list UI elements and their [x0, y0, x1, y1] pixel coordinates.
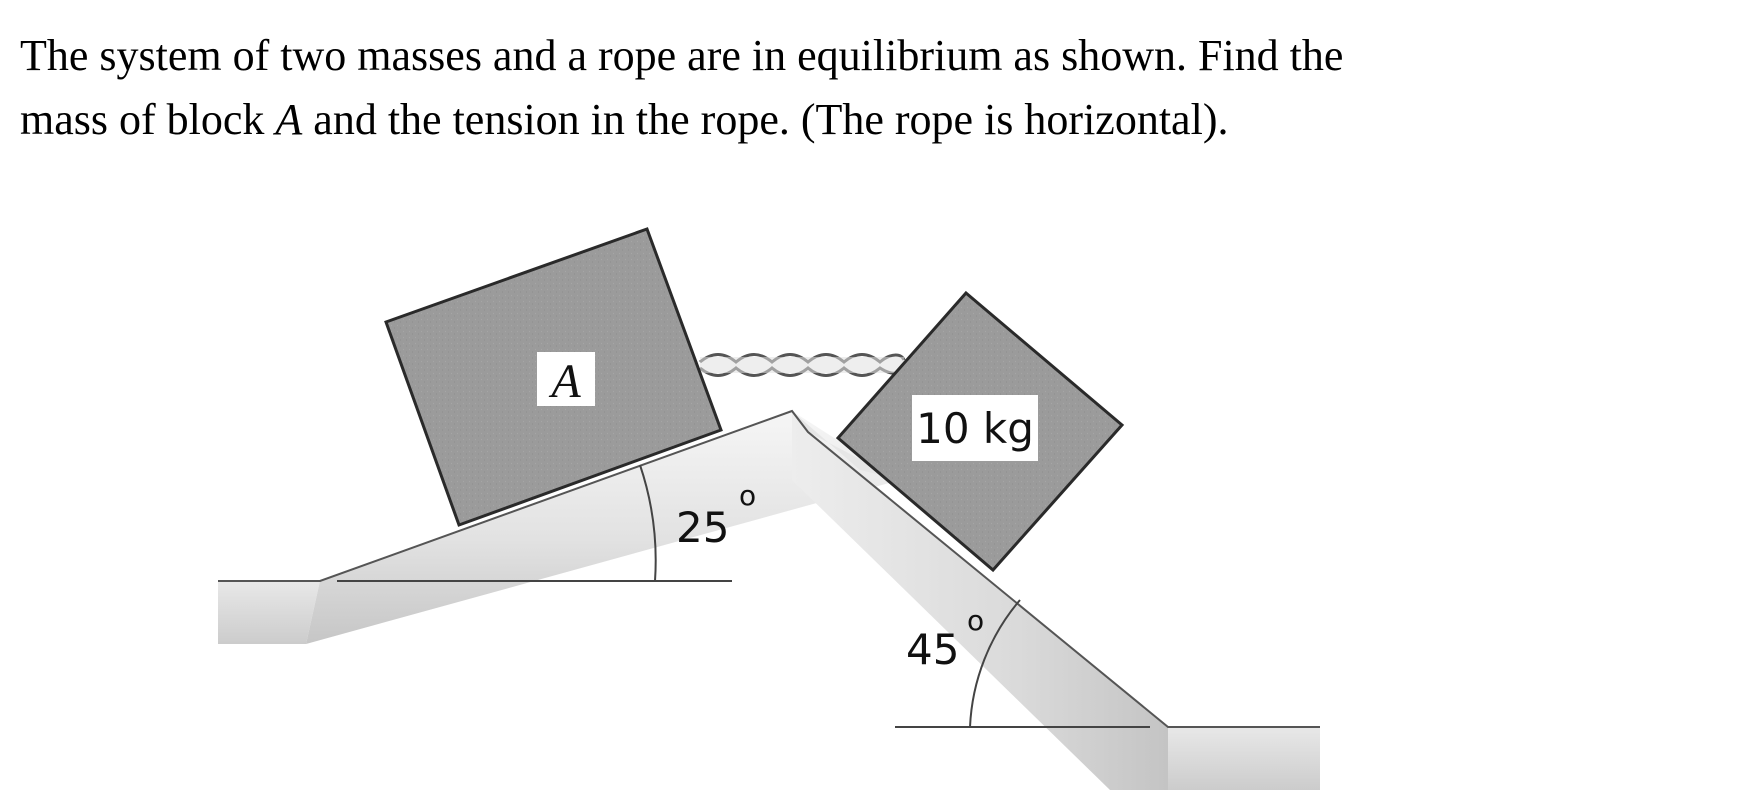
rope — [699, 353, 906, 377]
left-angle-degree: o — [739, 479, 756, 512]
angle-labels: 25 o 45 o — [676, 479, 984, 674]
right-floor — [1168, 727, 1320, 790]
right-angle-degree: o — [967, 604, 984, 637]
block-a: A — [384, 227, 723, 527]
block-10kg-label: 10 kg — [916, 404, 1034, 453]
right-incline — [792, 411, 1168, 790]
problem-line-2-start: mass of block — [20, 95, 276, 144]
problem-line-2-end: and the tension in the rope. (The rope i… — [302, 95, 1229, 144]
right-angle-arc — [969, 599, 1021, 728]
block-variable-a: A — [275, 95, 303, 144]
problem-statement: The system of two masses and a rope are … — [20, 24, 1740, 152]
problem-line-1: The system of two masses and a rope are … — [20, 31, 1344, 80]
left-incline — [306, 411, 900, 644]
block-a-label-box — [537, 352, 595, 406]
rope-body — [700, 357, 904, 373]
block-10kg-label-box — [912, 395, 1038, 461]
left-angle-label: 25 — [676, 503, 729, 552]
left-floor — [218, 581, 320, 644]
ramp-structure — [218, 409, 1320, 790]
ramp-outline — [218, 409, 1320, 728]
block-a-label: A — [548, 355, 581, 408]
block-10kg: 10 kg — [835, 290, 1125, 573]
angle-markers — [337, 464, 1150, 728]
right-angle-label: 45 — [906, 625, 959, 674]
left-angle-arc — [639, 464, 657, 582]
